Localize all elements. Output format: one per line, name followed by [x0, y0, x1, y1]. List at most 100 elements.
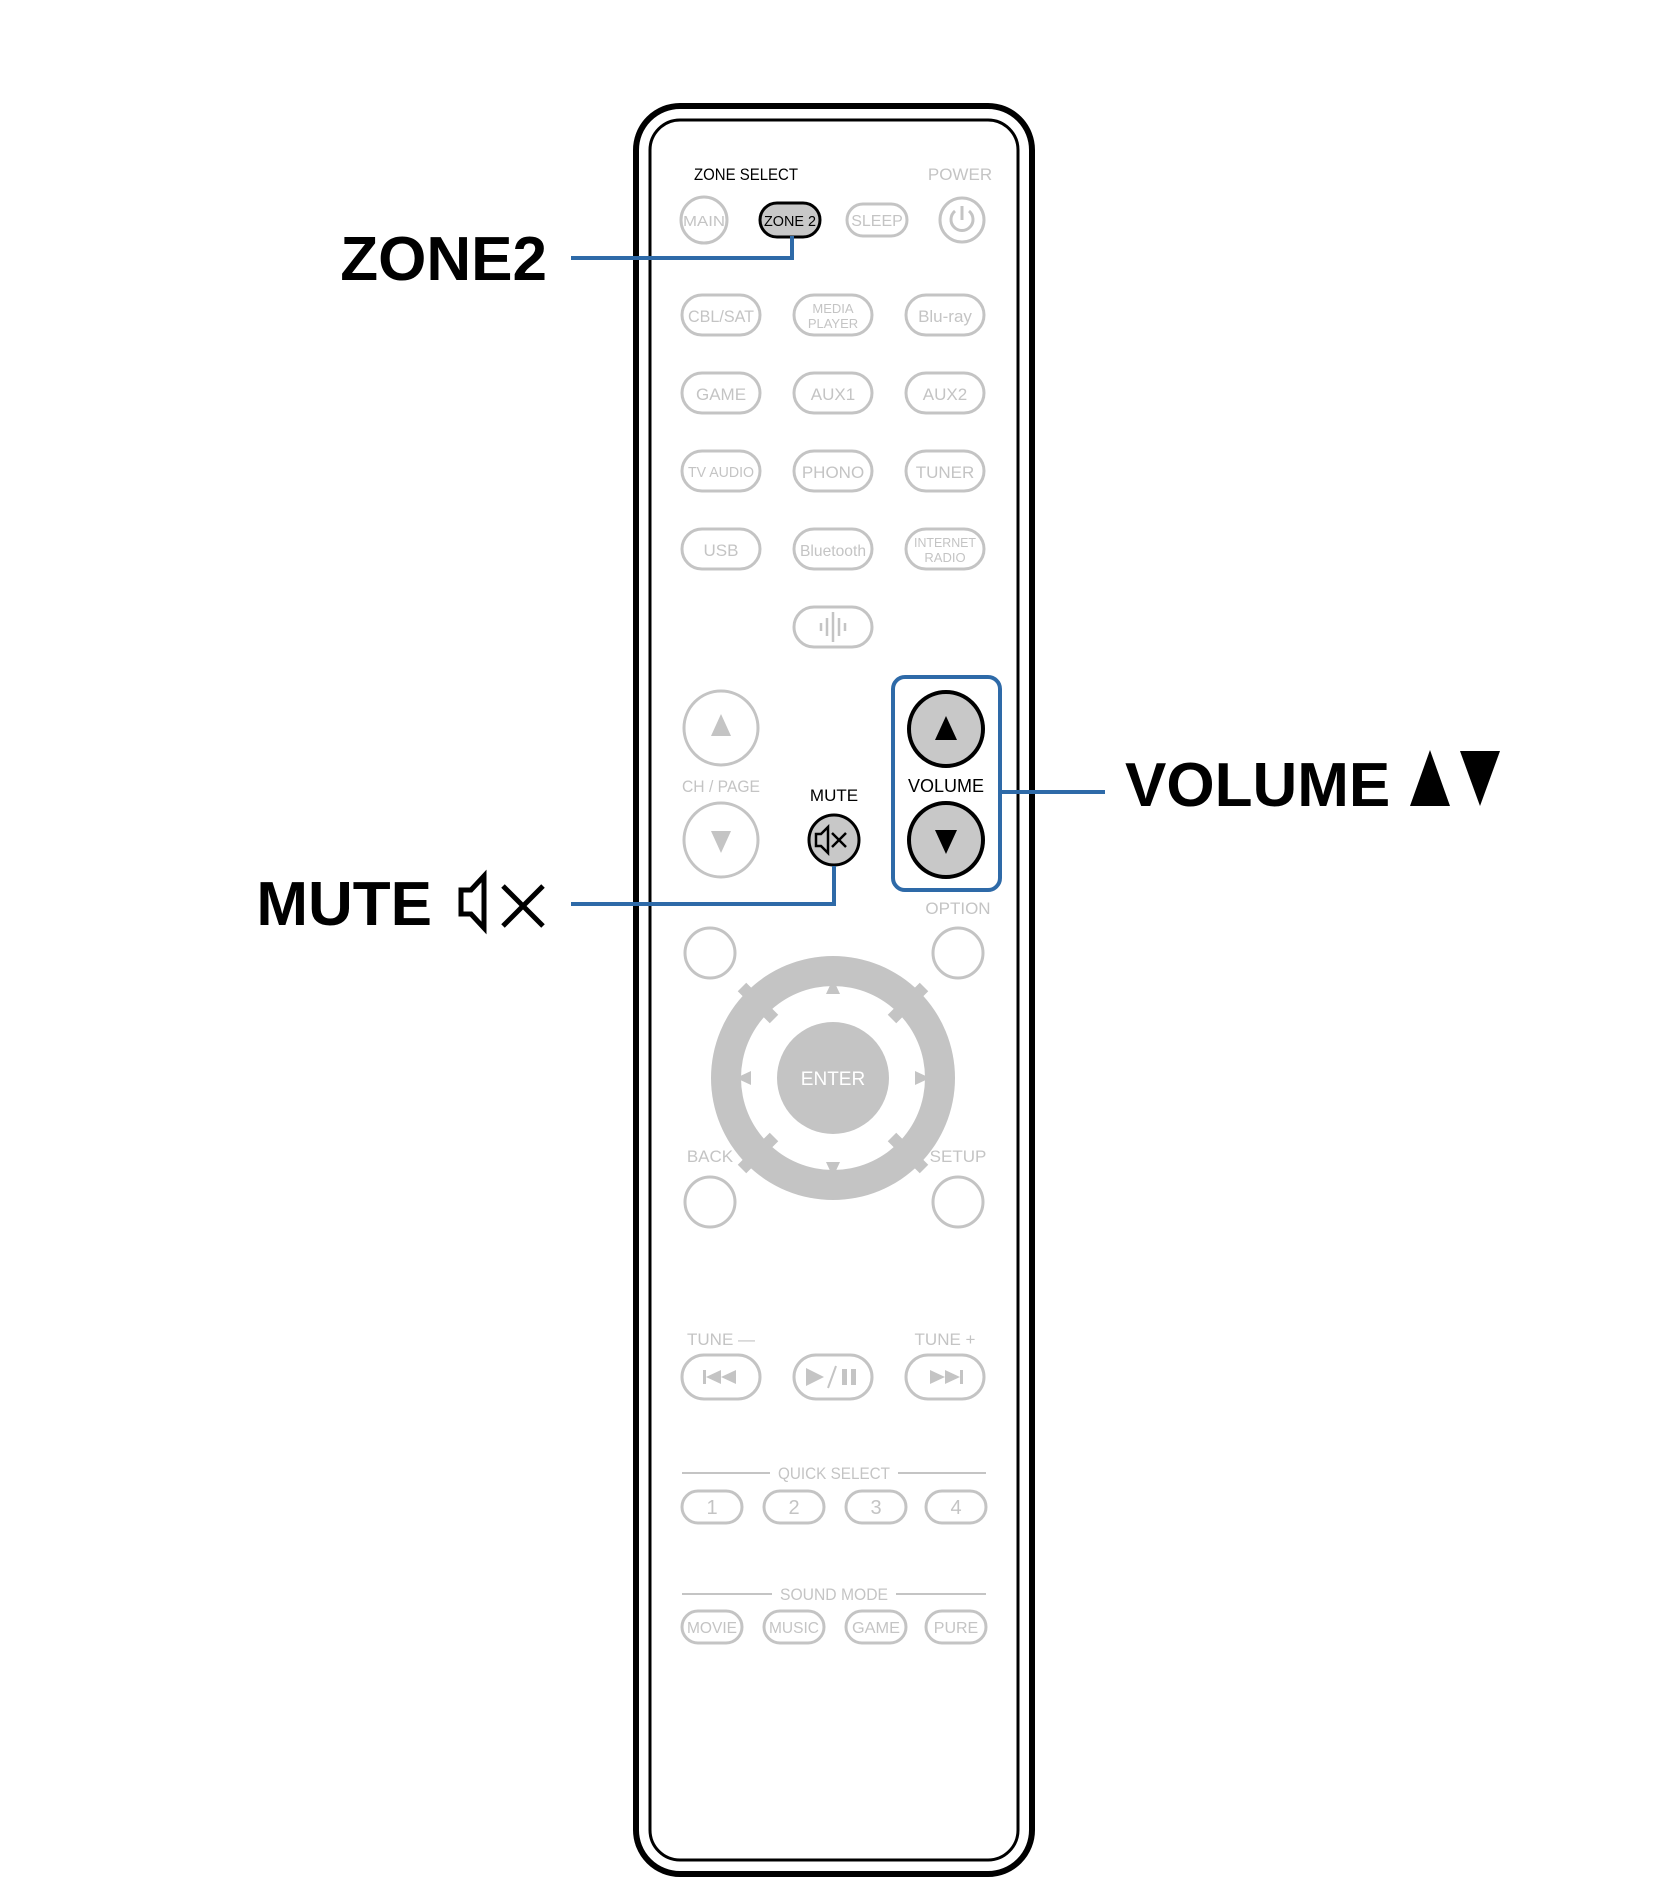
tuner-label: TUNER: [916, 463, 975, 482]
main-button-label: MAIN: [683, 213, 725, 230]
ch-page-label: CH / PAGE: [682, 777, 760, 796]
phono-button[interactable]: PHONO: [792, 449, 874, 493]
tv-audio-label: TV AUDIO: [688, 464, 754, 481]
quick-select-2-button[interactable]: 2: [762, 1489, 826, 1525]
volume-down-icon: [935, 830, 957, 854]
sleep-button[interactable]: SLEEP: [845, 202, 909, 238]
internet-radio-label-2: RADIO: [924, 550, 965, 565]
quick-select-4-label: 4: [950, 1497, 961, 1519]
play-pause-icon: [806, 1365, 856, 1389]
game-source-label: GAME: [696, 385, 746, 404]
pure-button[interactable]: PURE: [924, 1609, 988, 1645]
remote-inner-body: [648, 118, 1020, 1862]
back-label: BACK: [687, 1147, 734, 1166]
quick-select-1-button[interactable]: 1: [680, 1489, 744, 1525]
mute-callout: MUTE: [256, 870, 432, 939]
power-label: POWER: [928, 165, 992, 184]
volume-up-icon: [935, 716, 957, 740]
setup-button[interactable]: [931, 1175, 985, 1229]
bluray-label: Blu-ray: [918, 307, 972, 326]
media-player-button[interactable]: MEDIA PLAYER: [792, 293, 874, 337]
volume-callout: VOLUME: [1125, 751, 1390, 820]
power-button[interactable]: [938, 196, 986, 244]
enter-button[interactable]: ENTER: [801, 1069, 865, 1090]
music-label: MUSIC: [769, 1620, 819, 1637]
volume-up-button[interactable]: [907, 690, 985, 768]
volume-highlight-box: [891, 675, 1002, 892]
tune-minus-label: TUNE —: [687, 1330, 755, 1349]
music-button[interactable]: MUSIC: [762, 1609, 826, 1645]
option-label: OPTION: [925, 899, 990, 918]
tuner-button[interactable]: TUNER: [904, 449, 986, 493]
mute-callout-line: [571, 866, 836, 906]
dpad-left-icon: [736, 1071, 751, 1085]
bluray-button[interactable]: Blu-ray: [904, 293, 986, 337]
main-button[interactable]: MAIN: [679, 195, 729, 245]
pure-label: PURE: [934, 1620, 978, 1637]
skip-back-icon: [703, 1370, 736, 1384]
mute-icon: [814, 823, 847, 857]
bluetooth-label: Bluetooth: [800, 543, 866, 560]
back-button[interactable]: [683, 1175, 737, 1229]
game-mode-label: GAME: [852, 1620, 900, 1637]
volume-down-button[interactable]: [907, 801, 985, 879]
skip-forward-button[interactable]: [904, 1353, 986, 1401]
info-button[interactable]: [931, 926, 985, 980]
usb-label: USB: [704, 541, 739, 560]
mute-button[interactable]: [807, 813, 861, 867]
zone2-button[interactable]: ZONE 2: [758, 201, 822, 239]
cbl-sat-button[interactable]: CBL/SAT: [680, 293, 762, 337]
directional-pad[interactable]: [711, 956, 955, 1200]
down-triangle-icon: [711, 831, 731, 853]
ch-page-up-button[interactable]: [682, 689, 760, 767]
movie-button[interactable]: MOVIE: [680, 1609, 744, 1645]
game-mode-button[interactable]: GAME: [844, 1609, 908, 1645]
aux1-button[interactable]: AUX1: [792, 371, 874, 415]
heos-button[interactable]: [792, 605, 874, 649]
phono-label: PHONO: [802, 463, 864, 482]
aux1-label: AUX1: [811, 385, 855, 404]
mute-remote-label: MUTE: [810, 786, 858, 805]
mute-callout-icon: [458, 869, 545, 935]
quick-select-1-label: 1: [706, 1497, 717, 1519]
game-source-button[interactable]: GAME: [680, 371, 762, 415]
internet-radio-button[interactable]: INTERNET RADIO: [904, 527, 986, 571]
play-pause-button[interactable]: [792, 1353, 874, 1401]
volume-down-callout-icon: [1460, 751, 1500, 806]
ch-page-down-button[interactable]: [682, 801, 760, 879]
up-triangle-icon: [711, 714, 731, 736]
media-player-label-1: MEDIA: [812, 301, 854, 316]
movie-label: MOVIE: [687, 1620, 737, 1637]
sleep-button-label: SLEEP: [851, 213, 903, 230]
skip-back-button[interactable]: [680, 1353, 762, 1401]
zone2-button-label: ZONE 2: [764, 213, 816, 230]
bluetooth-button[interactable]: Bluetooth: [792, 527, 874, 571]
volume-remote-label: VOLUME: [908, 776, 984, 796]
tune-plus-label: TUNE +: [915, 1330, 976, 1349]
quick-select-3-button[interactable]: 3: [844, 1489, 908, 1525]
dpad-down-icon: [826, 1162, 840, 1177]
dpad-up-icon: [826, 979, 840, 994]
volume-up-callout-icon: [1410, 750, 1450, 806]
zone-select-label: ZONE SELECT: [694, 165, 798, 184]
quick-select-3-label: 3: [870, 1497, 881, 1519]
zone2-callout: ZONE2: [340, 225, 547, 294]
cbl-sat-label: CBL/SAT: [688, 307, 754, 326]
media-player-label-2: PLAYER: [808, 316, 858, 331]
aux2-button[interactable]: AUX2: [904, 371, 986, 415]
power-icon: [949, 206, 975, 232]
zone2-callout-line: [571, 236, 794, 260]
heos-icon: [819, 612, 847, 642]
quick-select-4-button[interactable]: 4: [924, 1489, 988, 1525]
quick-select-2-label: 2: [788, 1497, 799, 1519]
internet-radio-label-1: INTERNET: [914, 535, 976, 550]
skip-forward-icon: [930, 1370, 963, 1384]
dpad-right-icon: [915, 1071, 930, 1085]
usb-button[interactable]: USB: [680, 527, 762, 571]
option-button[interactable]: [683, 926, 737, 980]
setup-label: SETUP: [930, 1147, 987, 1166]
sound-mode-label: SOUND MODE: [780, 1585, 888, 1604]
tv-audio-button[interactable]: TV AUDIO: [680, 449, 762, 493]
